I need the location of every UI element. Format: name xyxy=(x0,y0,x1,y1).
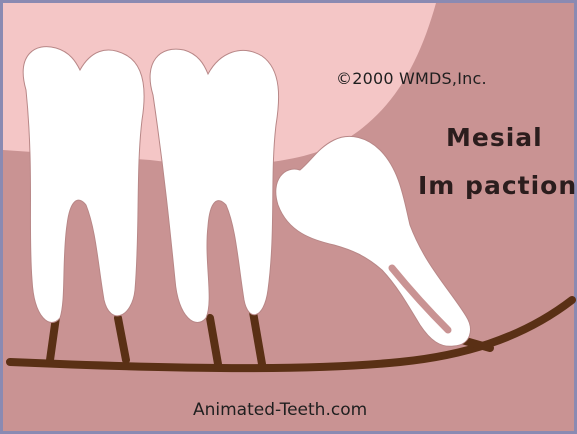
title-line-2: Im paction xyxy=(418,171,577,200)
footer-credit: Animated-Teeth.com xyxy=(193,400,367,420)
copyright-text: ©2000 WMDS,Inc. xyxy=(336,69,487,88)
title-line-1: Mesial xyxy=(446,123,543,152)
